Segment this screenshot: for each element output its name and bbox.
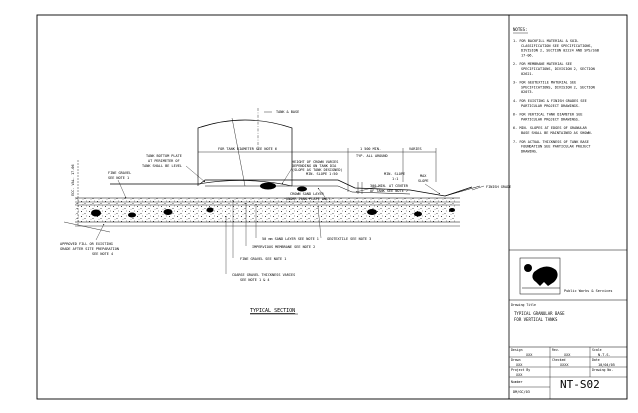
polar-bear-icon xyxy=(532,266,558,286)
stones xyxy=(91,182,455,218)
title-block: Public Works & Services Drawing Title TY… xyxy=(509,249,627,399)
project-label: Project By xyxy=(511,368,530,372)
label-max-slope: MAX xyxy=(420,174,427,178)
number-label: Number xyxy=(511,380,523,384)
label-fine-gravel-note: FINE GRAVEL xyxy=(108,171,131,175)
tank-shell xyxy=(197,119,293,178)
label-dim-300: 300 MIN. AT CENTER xyxy=(370,184,409,188)
label-geotextile: GEOTEXTILE SEE NOTE 3 xyxy=(327,237,371,241)
label-dim-300-2: OF TANK SEE NOTE 7 xyxy=(370,189,408,193)
granular-base-outline xyxy=(110,179,473,197)
rev-value: XXX xyxy=(564,353,571,357)
label-fine-gravel-note-2: SEE NOTE 1 xyxy=(108,176,129,180)
label-height-crown-2: DEPENDING ON TANK DIA xyxy=(292,164,337,168)
label-varies: VARIES xyxy=(409,147,422,151)
checked-label: Checked xyxy=(552,358,566,362)
label-typ-all-around: TYP. ALL AROUND xyxy=(356,154,388,158)
drawing-title-2: FOR VERTICAL TANKS xyxy=(514,317,558,322)
scale-label: Scale xyxy=(592,348,602,352)
section-title: TYPICAL SECTION xyxy=(250,308,295,314)
label-membrane: IMPERVIOUS MEMBRANE SEE NOTE 2 xyxy=(252,245,315,249)
label-approved-fill-3: SEE NOTE 4 xyxy=(92,252,113,256)
drawn-value: XXX xyxy=(516,363,523,367)
label-dim-1500: 1 500 MIN. xyxy=(360,147,381,151)
drawing-number: NT-S02 xyxy=(560,378,600,391)
label-coarse-gravel-2: SEE NOTE 1 & 4 xyxy=(240,278,270,282)
label-under-tank-plate: UNDER TANK PLATE ONLY xyxy=(286,197,331,201)
leader-lines xyxy=(95,165,441,274)
date-value: 10/04/05 xyxy=(598,363,615,367)
drawing-title-label: Drawing Title xyxy=(511,303,536,307)
label-crown-sand-layer: CROWN SAND LAYER xyxy=(290,192,325,196)
label-height-crown-3: (SLOPE AS TANK DESIGNED) xyxy=(292,168,343,172)
number-value: DM/GC/03 xyxy=(513,390,530,394)
label-min-slope: MIN. SLOPE xyxy=(384,172,405,176)
finish-grade-line xyxy=(444,185,481,197)
notes-title: NOTES: xyxy=(513,27,527,32)
tank-bottom-plate xyxy=(197,180,293,187)
date-label: Date xyxy=(592,358,600,362)
label-tank-bottom-plate-2: AT PERIMETER OF xyxy=(148,159,180,163)
label-tank-bottom-plate-3: TANK SHALL BE LEVEL xyxy=(142,164,182,168)
label-ecc: ECC. VAL. 17-06 xyxy=(71,164,75,196)
design-label: Design xyxy=(511,348,523,352)
label-max-slope-2: SLOPE xyxy=(418,179,429,183)
label-tank-diameter: FOR TANK DIAMETER SEE NOTE 6 xyxy=(218,147,277,151)
label-sand-layer: 50 mm SAND LAYER SEE NOTE 1 xyxy=(262,237,319,241)
org-name: Public Works & Services xyxy=(564,289,612,293)
existing-grade-line xyxy=(63,221,111,233)
project-value: XXX xyxy=(516,373,523,377)
label-height-crown-4: MIN. SLOPE 1:50 xyxy=(306,172,338,176)
drawing-no-label: Drawing No. xyxy=(592,368,613,372)
label-finish-grade: FINISH GRADE xyxy=(486,185,511,189)
label-height-crown: HEIGHT OF CROWN VARIES xyxy=(292,160,338,164)
label-approved-fill: APPROVED FILL OR EXISTING xyxy=(60,242,113,246)
finish-grade-pointer xyxy=(471,185,485,191)
label-slope-ratio: 1:1 xyxy=(392,177,398,181)
typical-section-drawing: TANK & BASE FOR TANK DIAMETER SEE NOTE 6… xyxy=(60,108,511,315)
design-value: XXX xyxy=(526,353,533,357)
label-coarse-gravel: COARSE GRAVEL THICKNESS VARIES xyxy=(232,273,295,277)
rev-label: Rev. xyxy=(552,348,560,352)
checked-value: XXXX xyxy=(560,363,569,367)
label-fine-gravel: FINE GRAVEL SEE NOTE 1 xyxy=(240,257,286,261)
nwt-logo xyxy=(519,257,561,295)
sheet-border xyxy=(36,14,628,400)
drawing-title-1: TYPICAL GRANULAR BASE xyxy=(514,311,565,316)
scale-value: N.T.S. xyxy=(598,353,611,357)
label-approved-fill-2: GRADE AFTER SITE PREPARATION xyxy=(60,247,119,251)
label-tank-and-base: TANK & BASE xyxy=(276,110,299,114)
coarse-gravel-zone xyxy=(75,198,455,222)
label-tank-bottom-plate: TANK BOTTOM PLATE xyxy=(146,154,182,158)
drawn-label: Drawn xyxy=(511,358,521,362)
